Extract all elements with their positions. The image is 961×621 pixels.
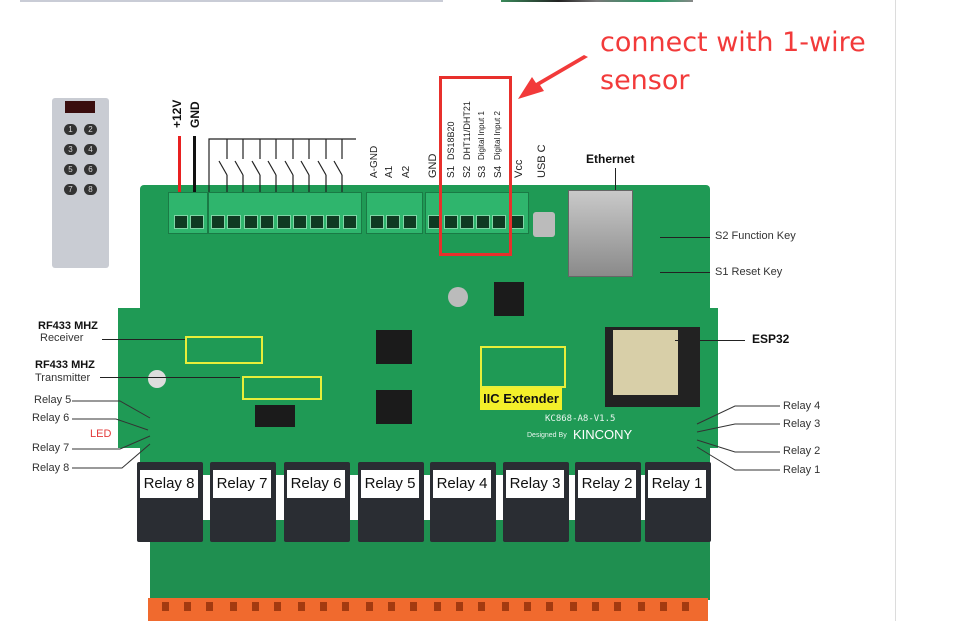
led-leader-lines-left	[72, 400, 151, 469]
esp32-shield	[613, 330, 678, 395]
one-wire-highlight-box	[439, 76, 512, 256]
remote-button: 8	[84, 184, 97, 195]
relay-label: Relay 5	[361, 470, 419, 498]
power-terminal	[168, 192, 208, 234]
previous-image-bottom-edge-right	[501, 0, 693, 2]
remote-button: 5	[64, 164, 77, 175]
label-s1-reset-key: S1 Reset Key	[715, 266, 783, 278]
s2-leader-line	[660, 237, 710, 238]
led-leader-lines-right	[696, 405, 780, 471]
chip	[494, 282, 524, 316]
mounting-hole	[448, 287, 468, 307]
s1-leader-line	[660, 272, 710, 273]
remote-ir-window	[65, 101, 95, 113]
analog-terminal	[366, 192, 423, 234]
annotation-line-1: connect with 1-wire	[600, 27, 866, 58]
label-rf-transmitter-sub: Transmitter	[35, 372, 91, 384]
remote-button: 3	[64, 144, 77, 155]
rf-receiver-leader-line	[102, 339, 187, 340]
relay-label: Relay 2	[578, 470, 636, 498]
board-brand: KINCONY	[573, 427, 633, 442]
label-led-relay-8: Relay 8	[32, 462, 70, 474]
label-led-relay-2: Relay 2	[783, 445, 821, 457]
label-rf-receiver-sub: Receiver	[40, 332, 84, 344]
remote-button: 1	[64, 124, 77, 135]
label-led-relay-4: Relay 4	[783, 400, 821, 412]
relay-label: Relay 1	[648, 470, 706, 498]
label-led-relay-5: Relay 5	[34, 394, 72, 406]
relay-label: Relay 8	[140, 470, 198, 498]
label-sensor-gnd: GND	[427, 153, 439, 178]
label-usb-c: USB C	[536, 144, 548, 178]
label-vcc: Vcc	[513, 159, 525, 178]
relay-label: Relay 3	[506, 470, 564, 498]
ethernet-port	[568, 190, 633, 277]
rf-transmitter-leader-line	[100, 377, 240, 378]
board-model: KC868-A8-V1.5	[545, 414, 616, 424]
chip	[376, 330, 412, 364]
label-led-relay-6: Relay 6	[32, 412, 70, 424]
remote-button: 4	[84, 144, 97, 155]
rf-remote-control: 1 2 3 4 5 6 7 8	[52, 98, 109, 268]
label-12v: +12V	[170, 99, 184, 128]
relay-label: Relay 7	[213, 470, 271, 498]
ethernet-leader-line	[615, 168, 616, 203]
label-led-relay-1: Relay 1	[783, 464, 821, 476]
label-ethernet: Ethernet	[586, 152, 635, 166]
label-iic-extender: IIC Extender	[480, 388, 562, 410]
annotation-arrow-icon	[518, 55, 588, 99]
remote-button: 7	[64, 184, 77, 195]
relay-label: Relay 4	[433, 470, 491, 498]
chip	[255, 405, 295, 427]
label-a2: A2	[401, 165, 412, 178]
label-led-relay-3: Relay 3	[783, 418, 821, 430]
rf-receiver-highlight-box	[185, 336, 263, 364]
relay-label: Relay 6	[287, 470, 345, 498]
rf-transmitter-highlight-box	[242, 376, 322, 400]
relay-output-terminal	[148, 598, 708, 621]
label-esp32: ESP32	[752, 332, 790, 346]
annotation-line-2: sensor	[600, 65, 690, 96]
label-led-relay-7: Relay 7	[32, 442, 70, 454]
label-rf-receiver-title: RF433 MHZ	[38, 320, 98, 332]
switch-inputs-diagram-icon	[208, 138, 356, 213]
wire-12v	[178, 136, 181, 194]
content-divider	[895, 0, 896, 621]
label-rf-transmitter-title: RF433 MHZ	[35, 359, 95, 371]
label-a-gnd: A-GND	[369, 145, 380, 178]
remote-button: 6	[84, 164, 97, 175]
usb-c-port	[533, 212, 555, 237]
label-a1: A1	[384, 165, 395, 178]
remote-button: 2	[84, 124, 97, 135]
esp32-leader-line	[675, 340, 745, 341]
mounting-hole	[148, 370, 166, 388]
label-gnd: GND	[188, 101, 202, 128]
chip	[376, 390, 412, 424]
label-s2-function-key: S2 Function Key	[715, 230, 796, 242]
board-designed-by: Designed By	[527, 432, 567, 439]
wire-gnd	[193, 136, 196, 194]
iic-highlight-box	[480, 346, 566, 388]
digital-input-terminal	[208, 192, 362, 234]
label-led: LED	[90, 428, 112, 440]
previous-image-bottom-edge	[20, 0, 443, 2]
